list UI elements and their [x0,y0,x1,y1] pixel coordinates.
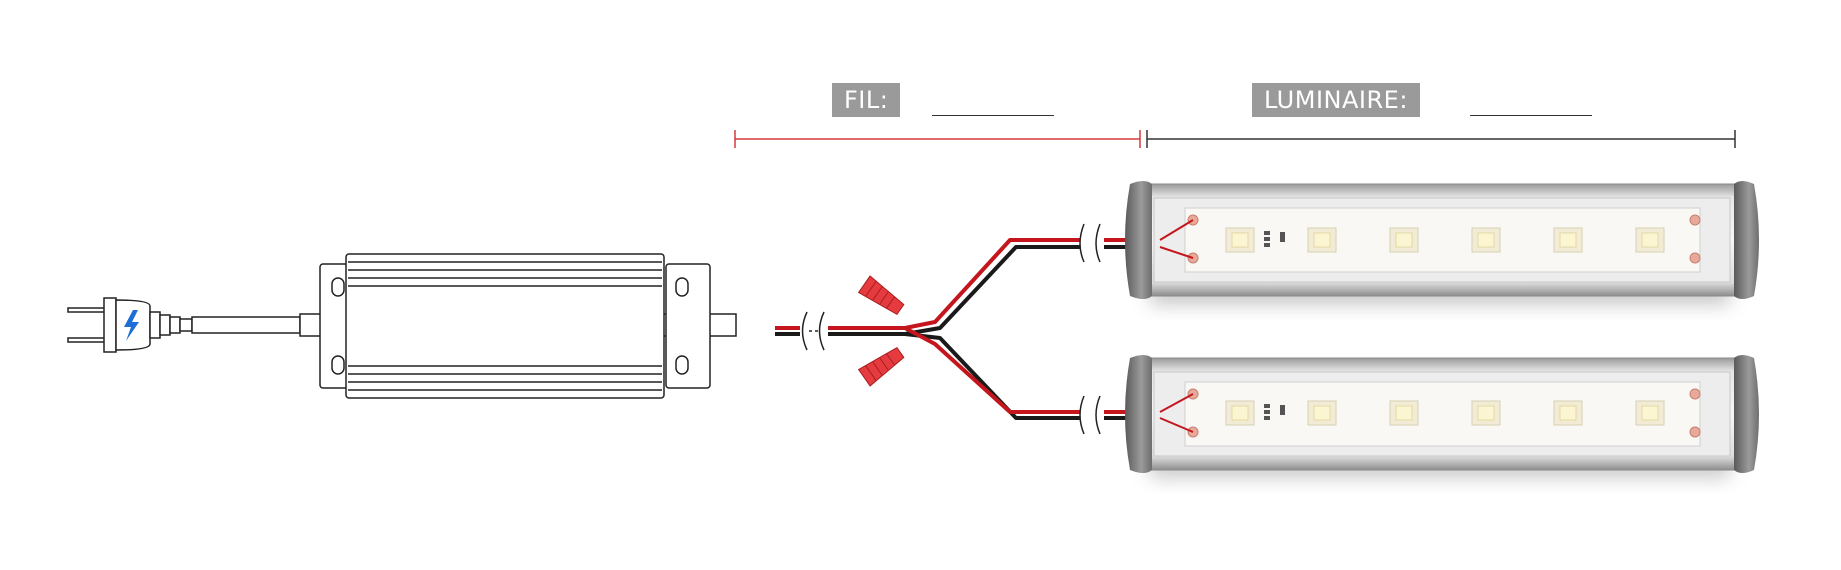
led-chip [1635,400,1665,426]
resistor-mark [1264,243,1270,247]
dc-output-wire [775,311,905,351]
led-chip-core [1395,405,1413,421]
wire-break-icon [1079,223,1101,435]
wire-label: FIL: [832,83,901,117]
led-chip-core [1231,232,1249,248]
led-chip-core [1313,405,1331,421]
led-chip-core [1231,405,1249,421]
led-chip-core [1559,405,1577,421]
wire-measure-bracket [734,130,1141,148]
resistor-mark [1264,404,1270,408]
power-supply [299,253,737,399]
fixture-label: LUMINAIRE: [1252,83,1420,117]
led-chip-core [1559,232,1577,248]
wire-nut-icon [857,346,905,387]
led-chip-core [1477,232,1495,248]
resistor-mark [1264,410,1270,414]
led-fixture-top [1125,181,1759,305]
ac-plug [67,297,193,353]
lightning-bolt-icon [124,310,139,341]
led-chip-core [1641,405,1659,421]
led-chip-core [1641,232,1659,248]
led-chip-core [1313,232,1331,248]
led-fixture-bottom [1125,355,1759,478]
ac-cord [191,316,301,334]
resistor-mark [1264,237,1270,241]
wire-length-blank[interactable] [932,115,1054,116]
splitter-wires [904,238,1138,420]
wire-nut-icon [857,275,905,316]
fixture-length-blank[interactable] [1470,115,1592,116]
resistor-mark [1280,232,1285,242]
resistor-mark [1280,405,1285,415]
wire-break-icon [801,311,825,351]
resistor-mark [1264,416,1270,420]
fixture-measure-bracket [1146,130,1736,148]
led-chip-core [1395,232,1413,248]
resistor-mark [1264,231,1270,235]
led-chip-core [1477,405,1495,421]
